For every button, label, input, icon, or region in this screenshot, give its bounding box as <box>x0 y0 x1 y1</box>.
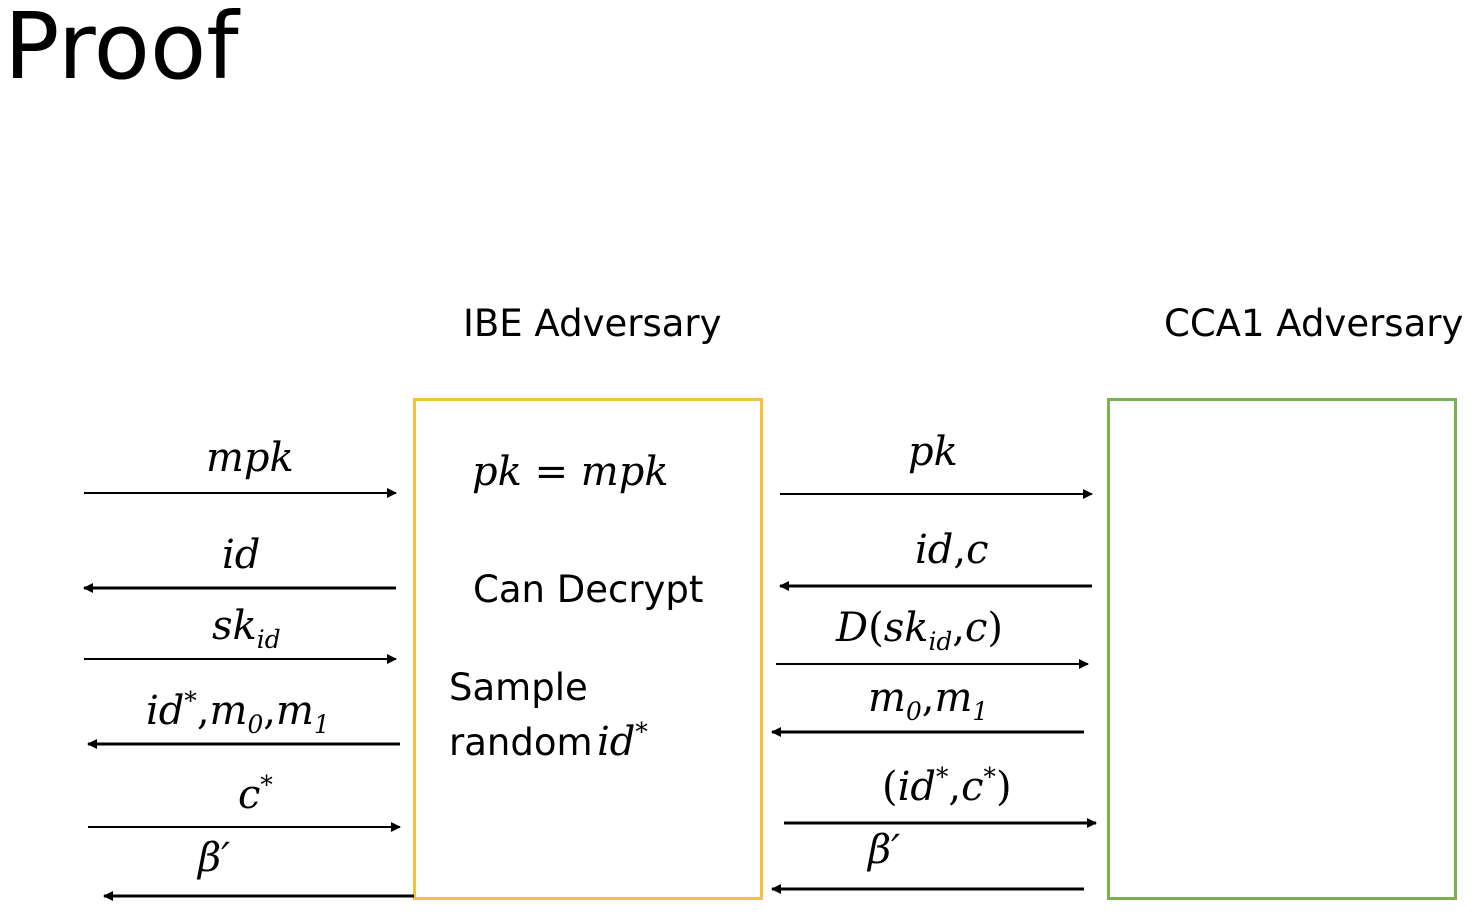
c-part: c <box>964 605 988 651</box>
equals-sign: = <box>534 449 569 495</box>
m1-sub: 1 <box>313 710 330 739</box>
random-text: random <box>449 721 593 764</box>
comma-part: , <box>921 675 935 721</box>
pk-lhs: pk <box>472 449 522 495</box>
paren-part: ) <box>987 605 1003 651</box>
paren-part: ( <box>882 764 898 810</box>
sk-base: sk <box>212 603 257 649</box>
c-part: c <box>238 772 261 818</box>
label-decrypt-sk-c: D(skid,c) <box>836 605 1003 654</box>
m0-part: m <box>868 675 906 721</box>
label-idstar-m0-m1: id*,m0,m1 <box>146 688 330 737</box>
id-star-math: id* <box>597 719 648 765</box>
sk-part: sk <box>883 605 929 651</box>
star-part: * <box>260 770 273 800</box>
label-beta-prime-right: β′ <box>868 827 901 873</box>
m0-part: m <box>209 688 248 734</box>
comma-part: , <box>196 688 210 734</box>
label-sk-id: skid <box>212 603 281 652</box>
m1-sub: 1 <box>972 697 989 726</box>
label-m0-m1: m0,m1 <box>868 675 988 724</box>
comma-part: , <box>948 764 962 810</box>
m0-sub: 0 <box>247 710 264 739</box>
label-beta-prime-left: β′ <box>198 835 231 881</box>
star-part: * <box>184 686 197 716</box>
label-pk: pk <box>908 429 958 475</box>
comma-part: , <box>953 527 967 573</box>
slide-title: Proof <box>4 0 239 100</box>
paren-part: ( <box>868 605 884 651</box>
label-idstar-cstar: (id*,c*) <box>882 764 1012 810</box>
paren-part: ) <box>995 764 1012 810</box>
cca1-adversary-box <box>1107 398 1457 900</box>
mpk-rhs: mpk <box>580 449 669 495</box>
label-id-c: id,c <box>915 530 989 570</box>
id-part: id <box>915 527 954 573</box>
comma-part: , <box>263 688 276 734</box>
can-decrypt-text: Can Decrypt <box>473 568 704 611</box>
star-part: * <box>983 762 996 792</box>
ibe-adversary-box <box>413 398 763 900</box>
id-part: id <box>897 764 937 810</box>
random-id-star-line: random id* <box>449 719 648 765</box>
d-part: D <box>836 605 869 651</box>
cca1-adversary-heading: CCA1 Adversary <box>1164 302 1464 345</box>
sk-sub: id <box>256 625 281 654</box>
c-part: c <box>961 764 984 810</box>
ibe-adversary-heading: IBE Adversary <box>463 302 722 345</box>
sample-text: Sample <box>449 666 588 709</box>
star-sup: * <box>635 717 648 747</box>
label-id: id <box>222 532 261 578</box>
id-text: id <box>596 719 636 765</box>
pk-equals-mpk: pk = mpk <box>472 452 669 492</box>
comma-part: , <box>952 605 965 651</box>
id-part: id <box>146 688 185 734</box>
m1-part: m <box>275 688 314 734</box>
m0-sub: 0 <box>905 697 922 726</box>
sk-sub: id <box>928 627 953 656</box>
m1-part: m <box>934 675 973 721</box>
star-part: * <box>936 762 949 792</box>
label-c-star: c* <box>238 772 273 818</box>
label-mpk: mpk <box>206 435 294 481</box>
c-part: c <box>966 527 989 573</box>
